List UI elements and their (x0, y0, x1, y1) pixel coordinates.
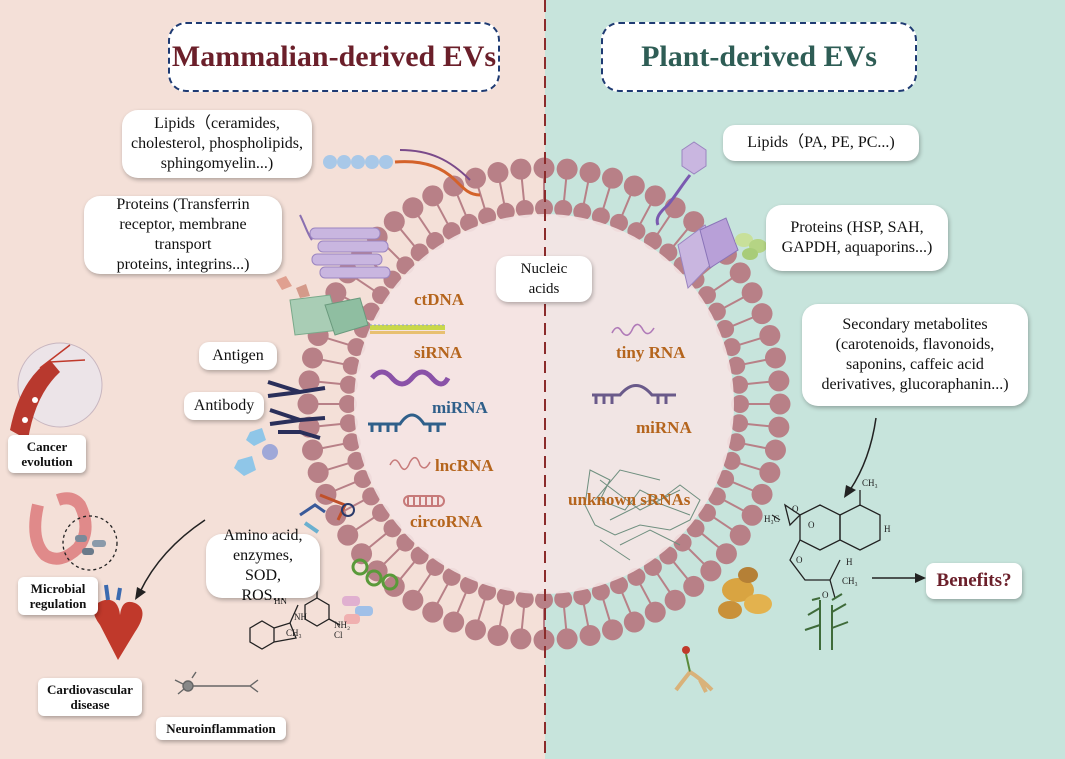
mammal-proteins-box: Proteins (Transferrin receptor, membrane… (84, 196, 282, 274)
neuron-icon (174, 671, 259, 695)
mirna-label-mammal: miRNA (432, 398, 488, 417)
antigen-icon (234, 428, 278, 476)
lncrna-icon (389, 456, 431, 471)
tiny-rna-icon (611, 323, 655, 336)
mol-label-nh2: NH₂ (334, 620, 350, 630)
heart-icon (93, 584, 143, 660)
plant-lipid-icon (655, 141, 707, 226)
neuroinflammation-label: Neuroinflammation (156, 717, 286, 740)
mol-label-ch3-drug: CH₃ (286, 628, 302, 638)
microbial-regulation-label: Microbial regulation (18, 577, 98, 615)
secondary-metabolites-box: Secondary metabolites (carotenoids, flav… (802, 304, 1028, 406)
cancer-evolution-label: Cancer evolution (8, 435, 86, 473)
ginger-icon (718, 567, 772, 619)
nucleic-acids-box: Nucleic acids (496, 256, 592, 302)
unknown-srnas-label: unknown sRNAs (568, 490, 691, 509)
lncrna-label: lncRNA (435, 456, 494, 475)
enzyme-complex-icon (342, 596, 373, 624)
unknown-srnas-network-icon (584, 469, 701, 561)
benefits-box: Benefits? (926, 563, 1022, 599)
mol-label-ch3-top: CH₃ (862, 478, 878, 488)
ring-molecules-icon (351, 558, 399, 591)
plant-title: Plant-derived EVs (601, 22, 917, 92)
mirna-hairpin-icon (368, 413, 446, 432)
arrow-to-diseases (139, 519, 206, 593)
circrna-icon (403, 495, 445, 507)
mol-label-o-3: O (796, 555, 803, 565)
mammal-lipids-box: Lipids（ceramides, cholesterol, phospholi… (122, 110, 312, 178)
antibody-icon (267, 380, 326, 440)
mol-label-ch3-bottom: CH₃ (842, 576, 858, 586)
secondary-metabolite-molecule-icon (771, 490, 881, 599)
cardiovascular-disease-label: Cardiovascular disease (38, 678, 142, 716)
ctdna-label: ctDNA (414, 290, 465, 309)
circrna-label: circoRNA (410, 512, 483, 531)
bamboo-icon (804, 593, 849, 650)
antigen-box: Antigen (199, 342, 277, 370)
mol-label-h-2: H (846, 557, 853, 567)
arrow-to-benefits-head (915, 573, 926, 583)
integrin-icon (276, 276, 369, 336)
mol-label-o-2: O (808, 520, 815, 530)
mol-label-cl: Cl (334, 630, 343, 640)
amino-acid-box: Amino acid, enzymes, SOD, ROS... (206, 527, 320, 604)
ginseng-icon (674, 646, 714, 693)
mol-label-nh: NH (294, 612, 307, 622)
blood-vessel-tumor-icon (10, 342, 103, 440)
mammalian-title: Mammalian-derived EVs (168, 22, 500, 92)
transferrin-receptor-icon (299, 214, 391, 279)
mol-label-h-1: H (884, 524, 891, 534)
sirna-wave-icon (370, 369, 451, 387)
arrow-to-molecule-head (844, 485, 856, 498)
arrow-to-diseases-head (135, 587, 146, 600)
sirna-label: siRNA (414, 343, 463, 362)
mol-label-hn: HN (274, 596, 287, 606)
mol-label-o-4: O (822, 590, 829, 600)
mol-label-o-1: O (792, 504, 799, 514)
plant-lipids-box: Lipids（PA, PE, PC...) (723, 125, 919, 161)
plant-mirna-icon (592, 384, 676, 404)
lipid-chain-icon (323, 149, 481, 197)
drug-molecule-icon (249, 588, 341, 650)
intestine-icon (29, 492, 118, 571)
plant-protein-icon (677, 217, 767, 290)
antibody-box: Antibody (184, 392, 264, 420)
arrow-to-molecule (849, 417, 877, 491)
plant-proteins-box: Proteins (HSP, SAH, GAPDH, aquaporins...… (766, 205, 948, 271)
mol-label-h3c: H₃C (764, 514, 780, 524)
ctdna-strand-icon (370, 324, 445, 334)
membrane-transport-icon (299, 493, 355, 534)
tiny-rna-label: tiny RNA (616, 343, 686, 362)
mirna-label-plant: miRNA (636, 418, 692, 437)
